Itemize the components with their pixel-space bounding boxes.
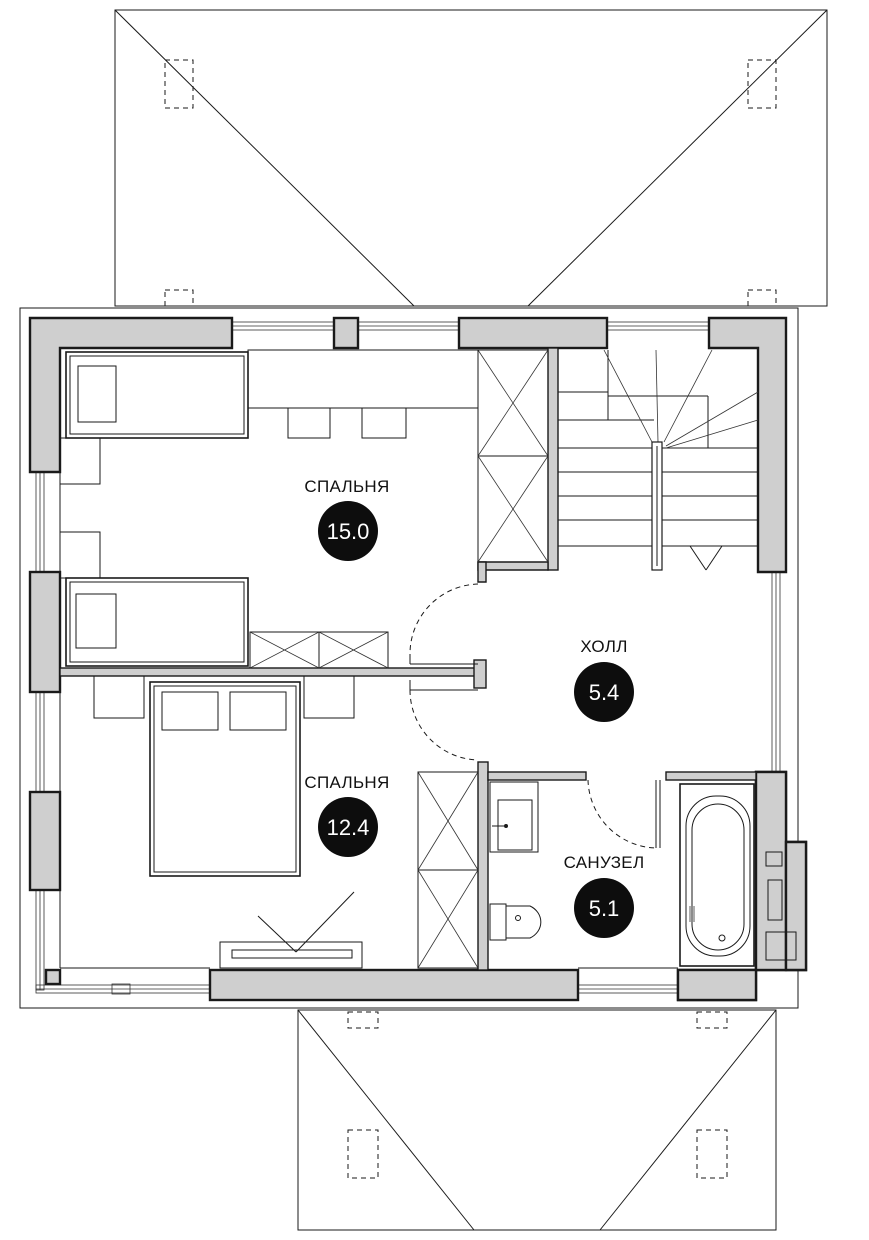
bedroom-2-furniture <box>93 675 363 969</box>
room-label-bathroom: САНУЗЕЛ 5.1 <box>564 853 645 938</box>
room-label-hall: ХОЛЛ 5.4 <box>574 637 634 722</box>
stairs <box>558 349 759 571</box>
area-badge <box>318 501 378 561</box>
room-name: СПАЛЬНЯ <box>304 477 389 496</box>
roof-bottom <box>297 1009 777 1231</box>
room-label-bedroom-1: СПАЛЬНЯ 15.0 <box>304 477 389 561</box>
roof-top <box>114 9 828 307</box>
room-area: 5.4 <box>589 680 620 705</box>
room-label-bedroom-2: СПАЛЬНЯ 12.4 <box>304 773 389 857</box>
area-badge <box>574 662 634 722</box>
bedroom-1-furniture <box>59 349 479 667</box>
room-area: 5.1 <box>589 896 620 921</box>
room-name: СПАЛЬНЯ <box>304 773 389 792</box>
room-area: 15.0 <box>327 519 370 544</box>
bathroom-fixtures <box>489 781 797 967</box>
room-area: 12.4 <box>327 815 370 840</box>
walls <box>28 316 808 1002</box>
area-badge <box>574 878 634 938</box>
doors <box>409 583 661 849</box>
room-name: САНУЗЕЛ <box>564 853 645 872</box>
area-badge <box>318 797 378 857</box>
room-name: ХОЛЛ <box>580 637 627 656</box>
outer-outline <box>19 307 799 1009</box>
wardrobes <box>249 349 549 969</box>
